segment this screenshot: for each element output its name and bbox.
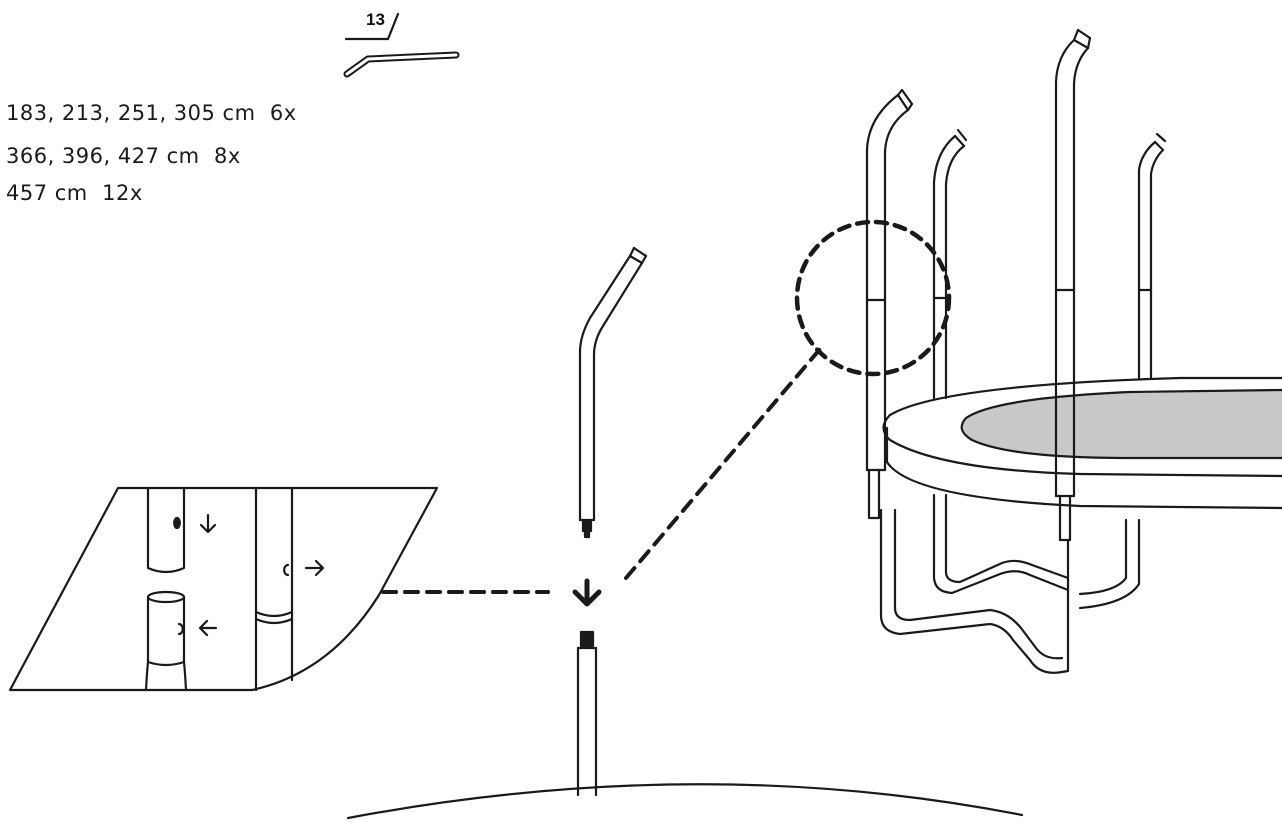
part-pole-icon bbox=[343, 51, 460, 78]
detail-inset bbox=[8, 486, 439, 692]
connector-to-frame bbox=[624, 347, 822, 580]
lower-tube-left bbox=[144, 590, 188, 692]
detail-circle bbox=[794, 219, 952, 377]
arrow-left-icon bbox=[198, 619, 218, 637]
jump-mat bbox=[960, 388, 1282, 460]
quantity-line-3: 457 cm 12x bbox=[6, 181, 143, 205]
frame-legs bbox=[879, 493, 1141, 674]
trampoline-frame bbox=[794, 28, 1282, 674]
upper-pole bbox=[578, 246, 648, 539]
poles-right bbox=[1054, 28, 1167, 542]
joined-tube-right bbox=[254, 487, 294, 692]
part-number: 13 bbox=[366, 10, 385, 29]
poles-left bbox=[865, 88, 968, 520]
lower-pole bbox=[576, 630, 598, 797]
frame-ring bbox=[882, 376, 1282, 510]
arrow-right-icon bbox=[304, 559, 325, 577]
ground-arc bbox=[346, 783, 1024, 820]
part-callout bbox=[343, 12, 460, 78]
arrow-down-icon bbox=[199, 513, 217, 534]
quantity-line-2: 366, 396, 427 cm 8x bbox=[6, 144, 241, 168]
quantity-line-1: 183, 213, 251, 305 cm 6x bbox=[6, 101, 297, 125]
insert-arrow-icon bbox=[572, 578, 602, 607]
upper-tube-left bbox=[146, 487, 186, 574]
